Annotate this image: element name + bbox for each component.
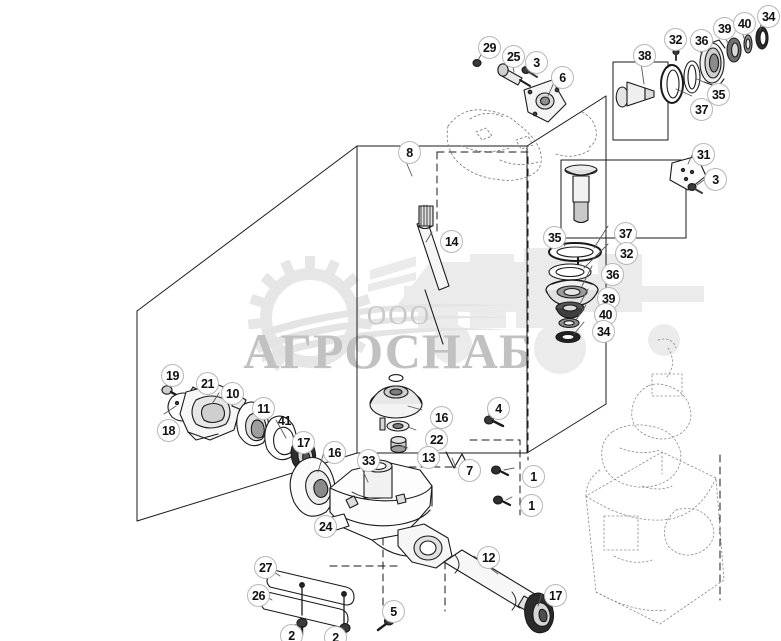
dashed-frames xyxy=(329,151,721,612)
watermark-name: АГРОСНАБ xyxy=(243,323,533,379)
combine-harvester-icon xyxy=(368,248,704,374)
callout-2[interactable]: 2 xyxy=(280,624,303,641)
part-37-ring-upper xyxy=(660,64,684,104)
part-41-ring xyxy=(264,415,298,461)
callout-32[interactable]: 32 xyxy=(664,28,687,51)
part-16-disc-center xyxy=(369,374,423,419)
part-35-ring xyxy=(548,263,592,281)
callout-33[interactable]: 33 xyxy=(357,449,380,472)
callout-6[interactable]: 6 xyxy=(551,66,574,89)
part-35-ring-upper xyxy=(683,60,701,94)
part-34-seal xyxy=(555,330,581,344)
part-36-bearing-upper xyxy=(699,39,726,88)
callout-16[interactable]: 16 xyxy=(430,406,453,429)
part-6-flange xyxy=(523,79,567,123)
callout-40[interactable]: 40 xyxy=(733,12,756,35)
callout-12[interactable]: 12 xyxy=(477,546,500,569)
part-20-pin-small xyxy=(379,417,386,431)
callout-1[interactable]: 1 xyxy=(520,494,543,517)
callout-3[interactable]: 3 xyxy=(525,51,548,74)
callout-29[interactable]: 29 xyxy=(478,36,501,59)
gear-icon xyxy=(260,268,360,368)
callout-35[interactable]: 35 xyxy=(707,83,730,106)
part-13-nut xyxy=(390,436,407,453)
callout-8[interactable]: 8 xyxy=(398,141,421,164)
part-40-washer-upper xyxy=(743,34,753,54)
callout-34[interactable]: 34 xyxy=(757,5,780,28)
callout-36[interactable]: 36 xyxy=(690,29,713,52)
part-38-kingpin xyxy=(564,164,598,224)
ghost-housing-upper xyxy=(446,109,597,181)
ghost-assembly-right xyxy=(585,338,725,625)
clip-posts xyxy=(299,582,347,625)
part-1-bolt-b xyxy=(492,495,512,507)
callout-17[interactable]: 17 xyxy=(544,584,567,607)
part-37-seal xyxy=(548,242,602,262)
panel-frames xyxy=(136,95,607,522)
swoosh-icon xyxy=(262,303,512,362)
callout-31[interactable]: 31 xyxy=(692,143,715,166)
part-25-pin xyxy=(497,63,531,87)
part-39-bearing-upper xyxy=(726,37,742,63)
part-29-bolt xyxy=(472,59,482,67)
callout-16[interactable]: 16 xyxy=(323,441,346,464)
part-40-washer xyxy=(558,317,580,329)
callout-41[interactable]: 41 xyxy=(277,413,292,428)
part-33-housing xyxy=(329,459,453,569)
part-10-housing-cap xyxy=(179,383,247,441)
callout-3[interactable]: 3 xyxy=(704,168,727,191)
part-1-bolt-a xyxy=(490,465,510,477)
callout-37[interactable]: 37 xyxy=(690,98,713,121)
callout-21[interactable]: 21 xyxy=(196,372,219,395)
watermark-ooo: ООО xyxy=(367,300,432,330)
part-14-shaft xyxy=(416,204,450,345)
callout-5[interactable]: 5 xyxy=(382,600,405,623)
callout-39[interactable]: 39 xyxy=(713,17,736,40)
callout-17[interactable]: 17 xyxy=(292,431,315,454)
callout-7[interactable]: 7 xyxy=(458,459,481,482)
part-38-bolt xyxy=(615,81,655,108)
callout-18[interactable]: 18 xyxy=(157,419,180,442)
callout-25[interactable]: 25 xyxy=(502,45,525,68)
callout-4[interactable]: 4 xyxy=(487,397,510,420)
callout-36[interactable]: 36 xyxy=(601,263,624,286)
part-3-bolt-lower xyxy=(687,183,703,194)
callout-35[interactable]: 35 xyxy=(543,226,566,249)
leader-lines xyxy=(163,16,763,629)
callout-13[interactable]: 13 xyxy=(417,446,440,469)
part-16-disc-left xyxy=(289,456,336,517)
callout-10[interactable]: 10 xyxy=(221,382,244,405)
callout-1[interactable]: 1 xyxy=(522,465,545,488)
callout-34[interactable]: 34 xyxy=(592,320,615,343)
callout-19[interactable]: 19 xyxy=(161,364,184,387)
callout-38[interactable]: 38 xyxy=(633,44,656,67)
callout-27[interactable]: 27 xyxy=(254,556,277,579)
part-22-washer xyxy=(386,420,410,432)
callout-24[interactable]: 24 xyxy=(314,515,337,538)
callout-26[interactable]: 26 xyxy=(247,584,270,607)
part-34-seal-upper xyxy=(755,26,769,50)
callout-11[interactable]: 11 xyxy=(252,397,275,420)
callout-2[interactable]: 2 xyxy=(324,626,347,641)
callout-32[interactable]: 32 xyxy=(615,242,638,265)
part-39-bearing xyxy=(555,301,585,319)
callout-14[interactable]: 14 xyxy=(440,230,463,253)
